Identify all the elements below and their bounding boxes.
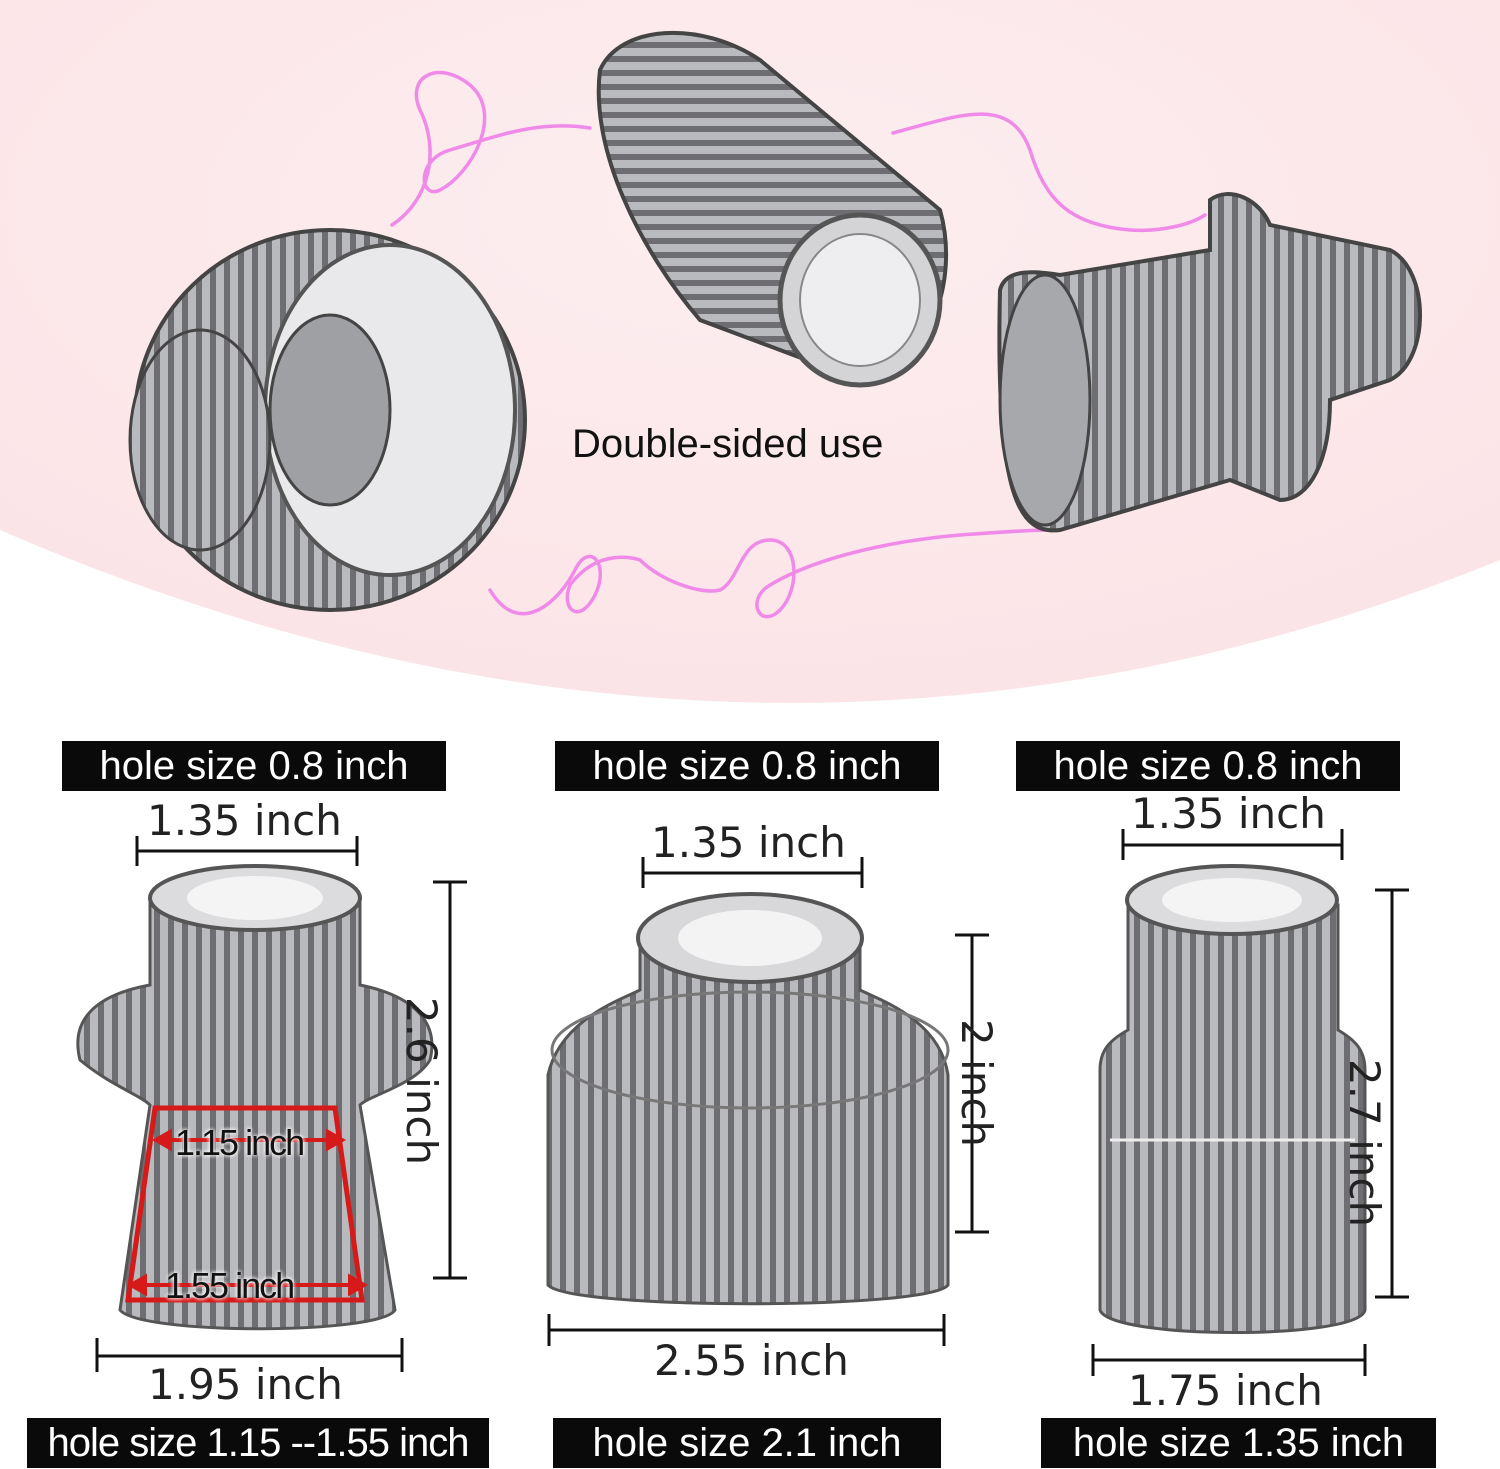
holder-2-bottom-hole-label: hole size 2.1 inch [553,1418,941,1468]
holder-1-glass [76,864,434,1331]
holder-1-inner-bottom: 1.55 inch [165,1265,295,1306]
holder-1-top-hole-label: hole size 0.8 inch [62,741,446,791]
holder-3-bottom-hole-label: hole size 1.35 inch [1041,1418,1436,1468]
holder-1-base-width: 1.95 inch [148,1360,343,1409]
holder-2-top-width: 1.35 inch [651,818,846,867]
holder-1-inner-top: 1.15 inch [175,1122,305,1163]
holder-1-bottom-hole-label: hole size 1.15 --1.55 inch [27,1418,489,1468]
holder-3-base-width: 1.75 inch [1128,1366,1323,1415]
holder-3-height: 2.7 inch [1340,1058,1390,1228]
glass-piece-middle [596,30,949,388]
holder-2-height: 2 inch [952,1018,1002,1148]
glass-piece-right [997,192,1422,533]
holder-2-base-width: 2.55 inch [654,1336,849,1385]
glass-piece-left [128,228,527,612]
holder-2-glass [546,892,950,1306]
holder-1-height: 2.6 inch [397,996,447,1166]
ribbon-decoration [390,70,1207,619]
holder-3-glass [1098,864,1367,1334]
holder-1-top-width: 1.35 inch [147,796,342,845]
holder-2-top-hole-label: hole size 0.8 inch [555,741,939,791]
holder-3-top-hole-label: hole size 0.8 inch [1016,741,1400,791]
double-sided-caption: Double-sided use [572,422,884,466]
holder-3-top-width: 1.35 inch [1131,789,1326,838]
